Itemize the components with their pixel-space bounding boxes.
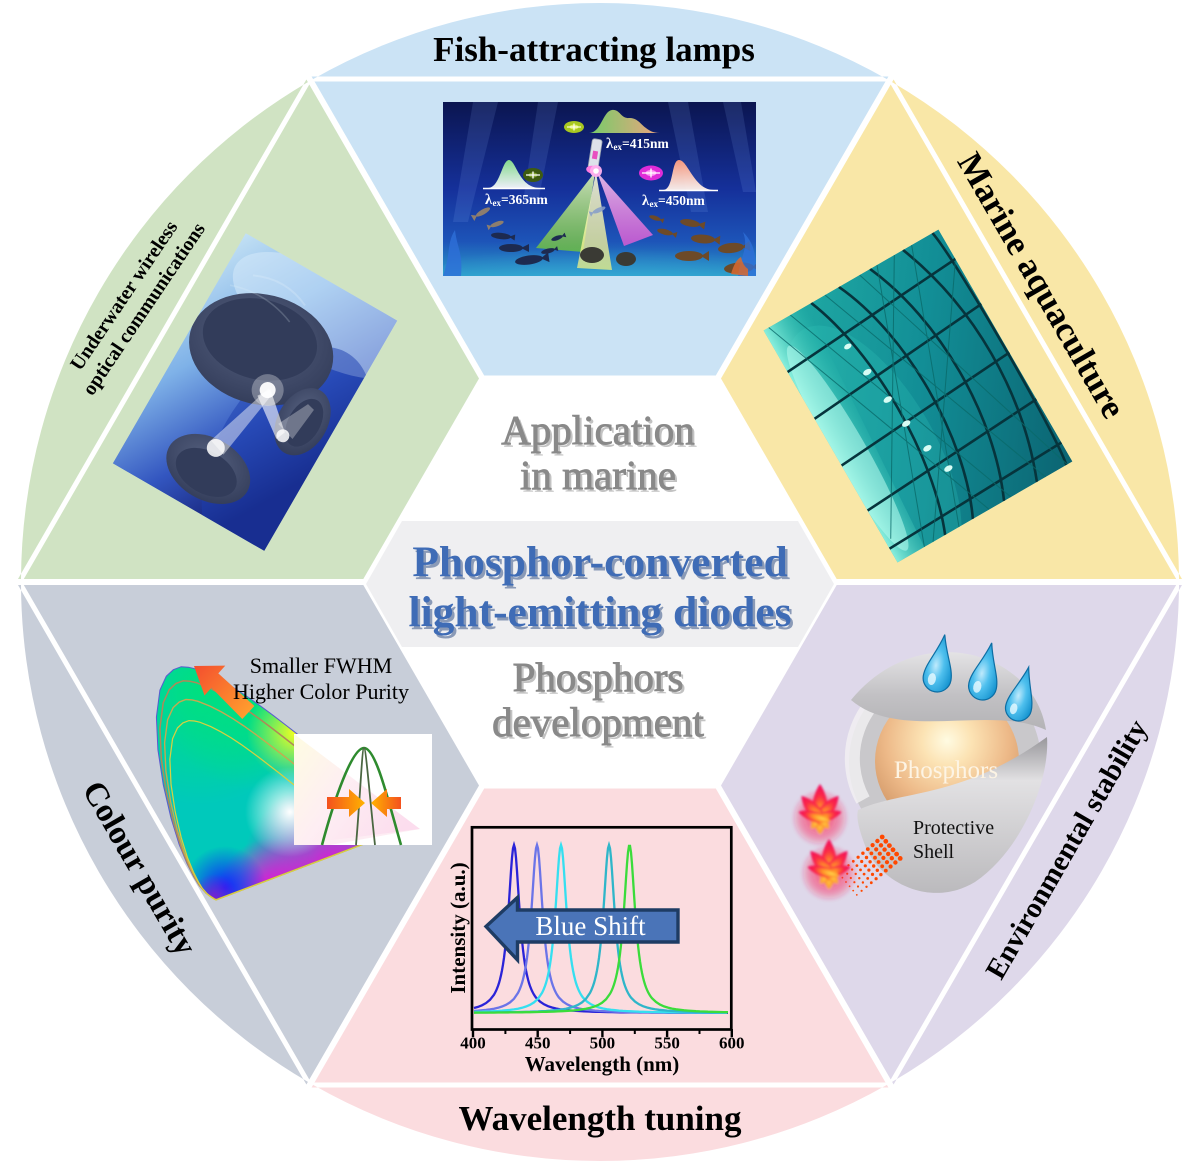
svg-text:Phosphor-converted: Phosphor-converted [412, 538, 787, 586]
svg-text:light-emitting diodes: light-emitting diodes [408, 588, 791, 636]
svg-text:Blue Shift: Blue Shift [535, 911, 646, 941]
svg-text:ex: ex [614, 142, 623, 152]
svg-text:Wavelength (nm): Wavelength (nm) [525, 1052, 680, 1076]
svg-text:λ: λ [606, 136, 614, 152]
svg-text:λ: λ [642, 193, 650, 209]
svg-text:500: 500 [590, 1034, 616, 1053]
svg-text:400: 400 [460, 1034, 486, 1053]
svg-text:Application: Application [504, 410, 698, 456]
svg-text:Higher Color Purity: Higher Color Purity [233, 679, 409, 704]
svg-text:Smaller FWHM: Smaller FWHM [250, 653, 392, 678]
svg-text:development: development [495, 702, 707, 748]
svg-text:ex: ex [493, 198, 502, 208]
svg-text:in marine: in marine [523, 455, 679, 501]
svg-text:ex: ex [650, 199, 659, 209]
svg-text:Intensity (a.u.): Intensity (a.u.) [446, 862, 470, 993]
svg-text:450: 450 [525, 1034, 551, 1053]
svg-text:Phosphor-converted: Phosphor-converted [415, 541, 790, 589]
svg-text:Phosphors: Phosphors [894, 757, 998, 784]
svg-text:550: 550 [654, 1034, 680, 1053]
svg-text:Wavelength tuning: Wavelength tuning [459, 1099, 742, 1138]
svg-text:development: development [492, 699, 704, 745]
svg-text:light-emitting diodes: light-emitting diodes [411, 591, 794, 639]
svg-text:Protective: Protective [913, 817, 994, 839]
svg-text:=415nm: =415nm [622, 136, 669, 151]
svg-text:=450nm: =450nm [658, 193, 705, 208]
svg-text:Application: Application [501, 407, 695, 453]
svg-text:=365nm: =365nm [501, 192, 548, 207]
svg-text:Fish-attracting lamps: Fish-attracting lamps [433, 30, 755, 69]
svg-text:600: 600 [719, 1034, 745, 1053]
svg-text:Phosphors: Phosphors [513, 654, 684, 700]
svg-text:Phosphors: Phosphors [515, 657, 686, 703]
svg-text:in marine: in marine [520, 452, 676, 498]
svg-text:Shell: Shell [913, 841, 955, 863]
svg-text:λ: λ [485, 192, 493, 208]
